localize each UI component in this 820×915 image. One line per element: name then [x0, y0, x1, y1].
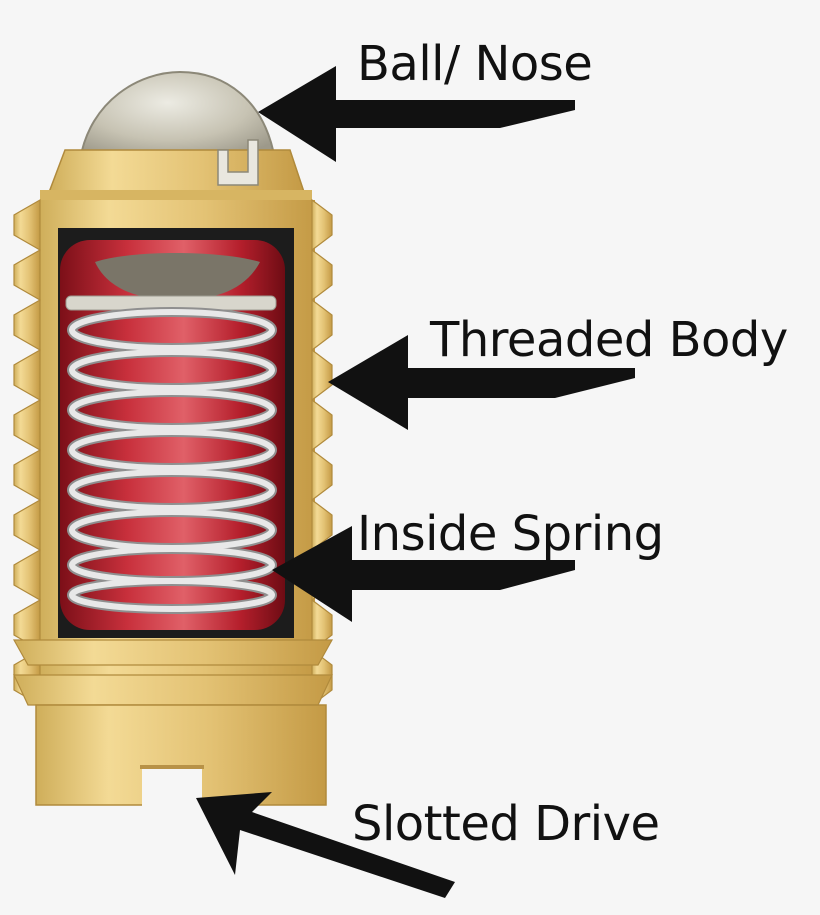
label-inside-spring: Inside Spring: [357, 506, 664, 562]
nose-cone: [40, 139, 312, 204]
arrow-ball-nose: [258, 66, 575, 162]
label-threaded-body: Threaded Body: [430, 312, 788, 368]
label-ball-nose: Ball/ Nose: [357, 36, 593, 92]
arrow-threaded-body: [328, 335, 635, 430]
ball-nose: [78, 70, 277, 161]
arrow-inside-spring: [272, 526, 575, 622]
inside-spring: [67, 307, 277, 614]
arrow-slotted-drive: [196, 792, 455, 898]
label-slotted-drive: Slotted Drive: [352, 796, 660, 852]
slotted-drive: [35, 704, 327, 807]
